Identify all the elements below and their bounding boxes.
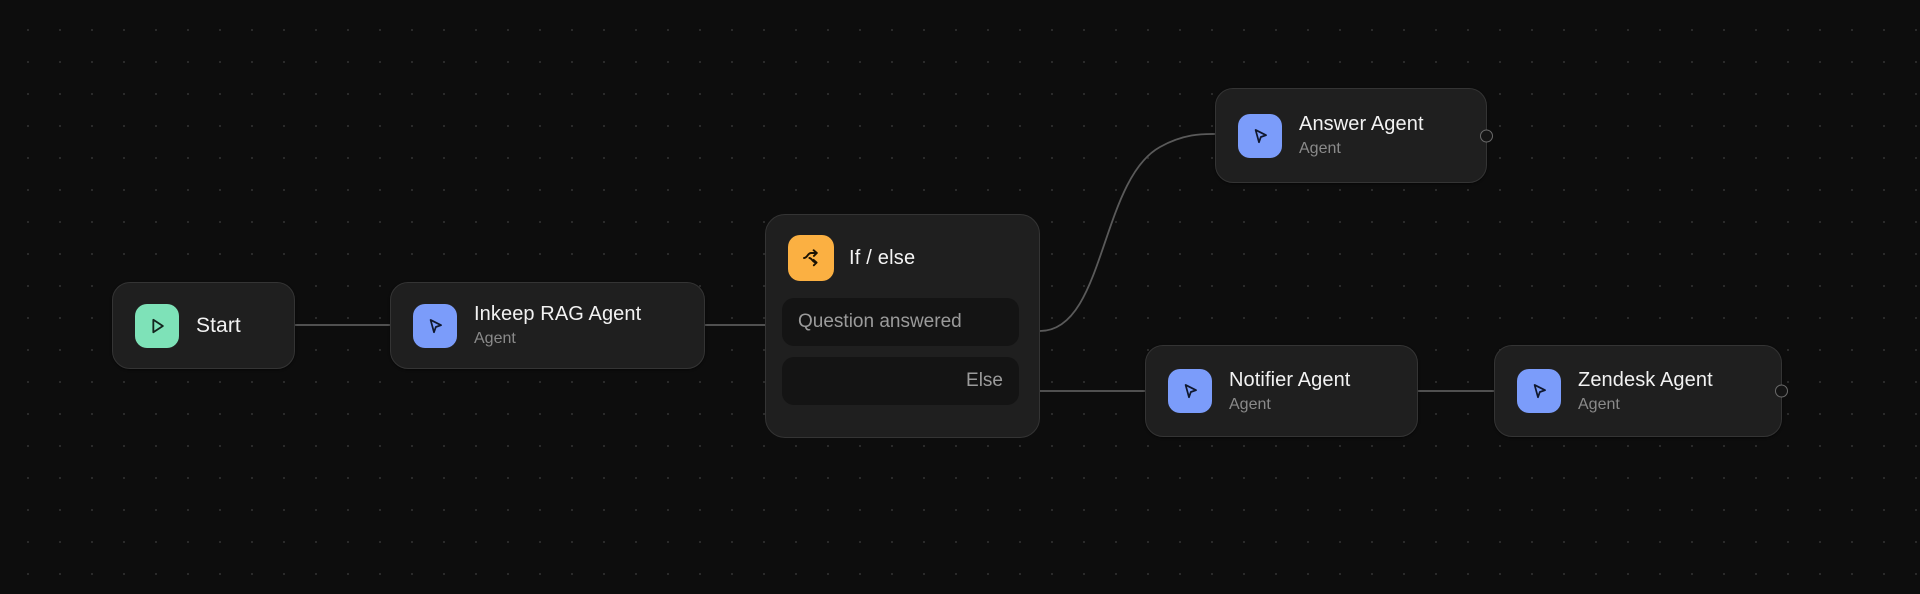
if-else-case-question-answered-label: Question answered xyxy=(798,311,962,332)
node-answer-agent-title: Answer Agent xyxy=(1299,113,1424,135)
node-inkeep-rag-agent[interactable]: Inkeep RAG Agent Agent xyxy=(390,282,705,369)
node-inkeep-rag-agent-texts: Inkeep RAG Agent Agent xyxy=(474,302,641,349)
node-if-else[interactable]: If / else Question answered Else xyxy=(765,214,1040,438)
node-inkeep-rag-agent-title: Inkeep RAG Agent xyxy=(474,303,642,325)
node-answer-agent-subtitle: Agent xyxy=(1299,140,1341,157)
branch-arrow-icon xyxy=(788,235,834,281)
node-answer-agent-content: Answer Agent Agent xyxy=(1216,112,1486,159)
if-else-case-else-label: Else xyxy=(966,370,1003,391)
node-notifier-agent-subtitle: Agent xyxy=(1229,395,1271,413)
cursor-arrow-icon xyxy=(1168,369,1212,413)
output-handle-answer-agent[interactable] xyxy=(1480,129,1493,142)
if-else-case-question-answered[interactable]: Question answered xyxy=(782,298,1019,346)
cursor-arrow-icon xyxy=(1517,369,1561,413)
node-zendesk-agent-title: Zendesk Agent xyxy=(1578,368,1713,391)
play-triangle-icon xyxy=(135,303,179,348)
node-answer-agent-texts: Answer Agent Agent xyxy=(1299,112,1424,159)
node-zendesk-agent-subtitle: Agent xyxy=(1578,395,1620,413)
node-zendesk-agent-texts: Zendesk Agent Agent xyxy=(1578,368,1713,415)
node-if-else-title: If / else xyxy=(849,247,916,269)
node-zendesk-agent[interactable]: Zendesk Agent Agent xyxy=(1494,345,1788,437)
node-start[interactable]: Start xyxy=(112,282,295,369)
node-inkeep-rag-agent-subtitle: Agent xyxy=(474,330,516,347)
node-notifier-agent[interactable]: Notifier Agent Agent xyxy=(1145,345,1418,437)
node-notifier-agent-texts: Notifier Agent Agent xyxy=(1229,368,1350,415)
output-handle-zendesk-agent[interactable] xyxy=(1775,384,1788,398)
if-else-case-else[interactable]: Else xyxy=(782,357,1019,405)
node-notifier-agent-title: Notifier Agent xyxy=(1229,368,1351,391)
cursor-arrow-icon xyxy=(1238,113,1282,158)
node-start-title: Start xyxy=(196,314,241,337)
node-answer-agent[interactable]: Answer Agent Agent xyxy=(1215,88,1493,183)
node-start-content: Start xyxy=(113,303,294,348)
node-inkeep-rag-agent-content: Inkeep RAG Agent Agent xyxy=(391,302,704,349)
node-zendesk-agent-content: Zendesk Agent Agent xyxy=(1495,368,1781,415)
node-start-texts: Start xyxy=(196,313,241,338)
node-notifier-agent-content: Notifier Agent Agent xyxy=(1146,368,1417,415)
cursor-arrow-icon xyxy=(413,303,457,348)
node-if-else-header: If / else xyxy=(782,231,1023,287)
edge-question-to-answer xyxy=(1039,133,1216,332)
